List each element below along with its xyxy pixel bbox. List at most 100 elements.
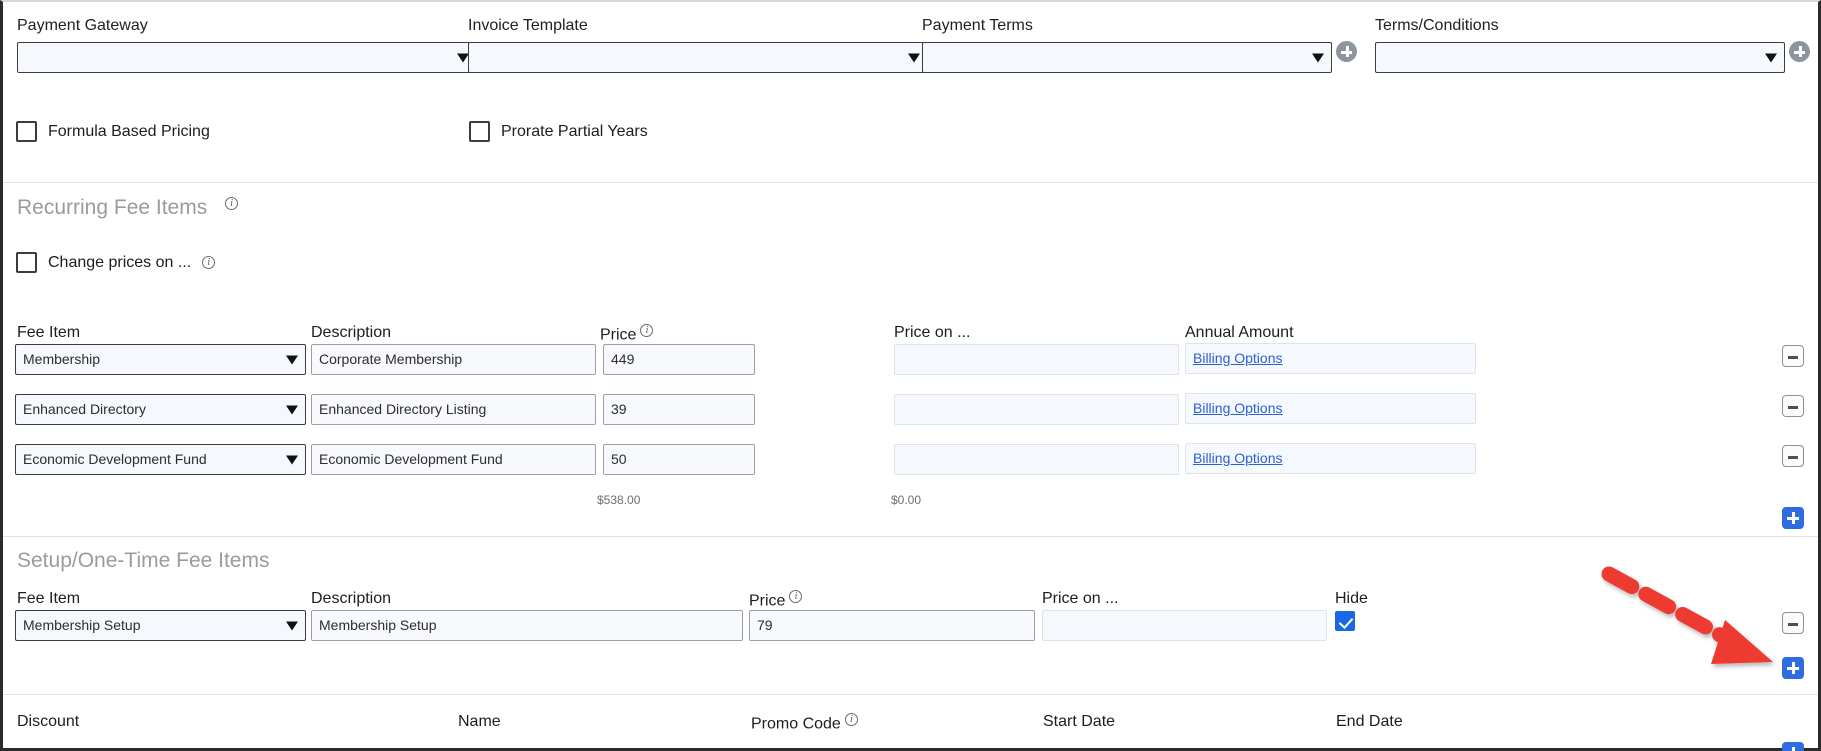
chevron-down-icon	[286, 405, 298, 414]
field-invoice-template: Invoice Template	[468, 16, 928, 73]
fee-item-select[interactable]: Membership	[15, 344, 306, 375]
column-header-price-text: Price	[749, 592, 786, 610]
annual-amount-cell: Billing Options	[1185, 443, 1476, 474]
setup-price-input[interactable]: 79	[749, 610, 1035, 641]
chevron-down-icon	[286, 355, 298, 364]
billing-options-link[interactable]: Billing Options	[1193, 350, 1283, 366]
column-header-end-date: End Date	[1336, 713, 1403, 730]
column-header-description: Description	[311, 324, 392, 341]
terms-conditions-select[interactable]	[1375, 42, 1785, 73]
fee-item-select[interactable]: Enhanced Directory	[15, 394, 306, 425]
section-divider	[3, 694, 1818, 695]
info-icon[interactable]: i	[844, 713, 858, 726]
column-header-name: Name	[458, 713, 501, 730]
price-on-input[interactable]	[894, 344, 1179, 375]
billing-options-link[interactable]: Billing Options	[1193, 400, 1283, 416]
setup-description-input[interactable]: Membership Setup	[311, 610, 743, 641]
checkbox-box[interactable]	[16, 121, 37, 142]
checkbox-label: Change prices on ...	[48, 253, 192, 271]
chevron-down-icon	[457, 53, 469, 62]
price-input[interactable]: 39	[603, 394, 755, 425]
table-row-fee-item-select[interactable]: Membership	[15, 344, 306, 375]
column-header-hide: Hide	[1335, 590, 1368, 607]
setup-price-on-input[interactable]	[1042, 610, 1327, 641]
arrow-shaft	[1601, 566, 1741, 650]
remove-recurring-fee-row-button[interactable]	[1782, 395, 1804, 417]
chevron-down-icon	[1765, 53, 1777, 62]
remove-recurring-fee-row-button[interactable]	[1782, 345, 1804, 367]
field-label: Payment Terms	[922, 17, 1033, 34]
info-icon[interactable]: i	[789, 590, 803, 603]
checkbox-box[interactable]	[16, 252, 37, 273]
fee-item-value: Enhanced Directory	[23, 401, 146, 417]
section-divider	[3, 182, 1818, 183]
description-input[interactable]: Corporate Membership	[311, 344, 596, 375]
payment-gateway-select[interactable]	[17, 42, 477, 73]
add-recurring-fee-row-button[interactable]	[1782, 507, 1804, 529]
price-on-input[interactable]	[894, 394, 1179, 425]
column-header-price-text: Price	[600, 326, 637, 344]
chevron-down-icon	[286, 455, 298, 464]
price-on-input[interactable]	[894, 444, 1179, 475]
info-icon[interactable]: i	[225, 197, 239, 210]
info-icon[interactable]: i	[640, 324, 654, 337]
table-row-fee-item-select[interactable]: Economic Development Fund	[15, 444, 306, 475]
column-header-discount: Discount	[17, 713, 80, 730]
field-terms-conditions: Terms/Conditions	[1375, 16, 1785, 73]
field-payment-terms: Payment Terms	[922, 16, 1332, 73]
recurring-fee-items-heading: Recurring Fee Items i	[17, 196, 239, 220]
checkbox-formula-based-pricing[interactable]: Formula Based Pricing	[16, 121, 210, 142]
price-input[interactable]: 50	[603, 444, 755, 475]
field-label: Invoice Template	[468, 17, 588, 34]
column-header-start-date: Start Date	[1043, 713, 1116, 730]
chevron-down-icon	[1312, 53, 1324, 62]
field-label: Terms/Conditions	[1375, 17, 1499, 34]
billing-options-link[interactable]: Billing Options	[1193, 450, 1283, 466]
checkbox-label: Prorate Partial Years	[501, 122, 648, 140]
add-discount-row-button[interactable]	[1782, 742, 1804, 751]
checkbox-change-prices-on[interactable]: Change prices on ... i	[16, 252, 216, 273]
table-row-fee-item-select[interactable]: Enhanced Directory	[15, 394, 306, 425]
invoice-template-select[interactable]	[468, 42, 928, 73]
field-label: Payment Gateway	[17, 17, 148, 34]
section-divider	[3, 536, 1818, 537]
checkbox-prorate-partial-years[interactable]: Prorate Partial Years	[469, 121, 648, 142]
column-header-description: Description	[311, 590, 392, 607]
fee-item-select[interactable]: Economic Development Fund	[15, 444, 306, 475]
checkbox-label: Formula Based Pricing	[48, 122, 210, 140]
checkbox-box[interactable]	[469, 121, 490, 142]
column-header-annual-amount: Annual Amount	[1185, 324, 1294, 341]
hide-checkbox[interactable]	[1335, 611, 1355, 631]
column-header-price-on: Price on ...	[894, 324, 971, 341]
remove-setup-fee-row-button[interactable]	[1782, 612, 1804, 634]
info-icon[interactable]: i	[202, 256, 216, 269]
price-input[interactable]: 449	[603, 344, 755, 375]
chevron-down-icon	[286, 621, 298, 630]
column-header-price-on: Price on ...	[1042, 590, 1119, 607]
add-terms-condition-icon[interactable]	[1789, 41, 1810, 62]
field-payment-gateway: Payment Gateway	[17, 16, 477, 73]
red-arrow-annotation	[1601, 566, 1773, 664]
arrow-head	[1711, 620, 1773, 664]
setup-fee-item-value: Membership Setup	[23, 617, 141, 633]
setup-fee-items-heading: Setup/One-Time Fee Items	[17, 549, 270, 572]
remove-recurring-fee-row-button[interactable]	[1782, 445, 1804, 467]
column-header-fee-item: Fee Item	[17, 324, 81, 341]
chevron-down-icon	[908, 53, 920, 62]
annual-amount-cell: Billing Options	[1185, 343, 1476, 374]
payment-terms-select[interactable]	[922, 42, 1332, 73]
description-input[interactable]: Economic Development Fund	[311, 444, 596, 475]
setup-fee-item-select[interactable]: Membership Setup	[15, 610, 306, 641]
column-header-fee-item: Fee Item	[17, 590, 81, 607]
add-payment-term-icon[interactable]	[1336, 41, 1357, 62]
add-setup-fee-row-button[interactable]	[1782, 657, 1804, 679]
price-on-column-total: $0.00	[891, 493, 922, 507]
column-header-promo-code-text: Promo Code	[751, 715, 841, 733]
fee-item-value: Membership	[23, 351, 101, 367]
table-row-fee-item-select[interactable]: Membership Setup	[15, 610, 306, 641]
description-input[interactable]: Enhanced Directory Listing	[311, 394, 596, 425]
